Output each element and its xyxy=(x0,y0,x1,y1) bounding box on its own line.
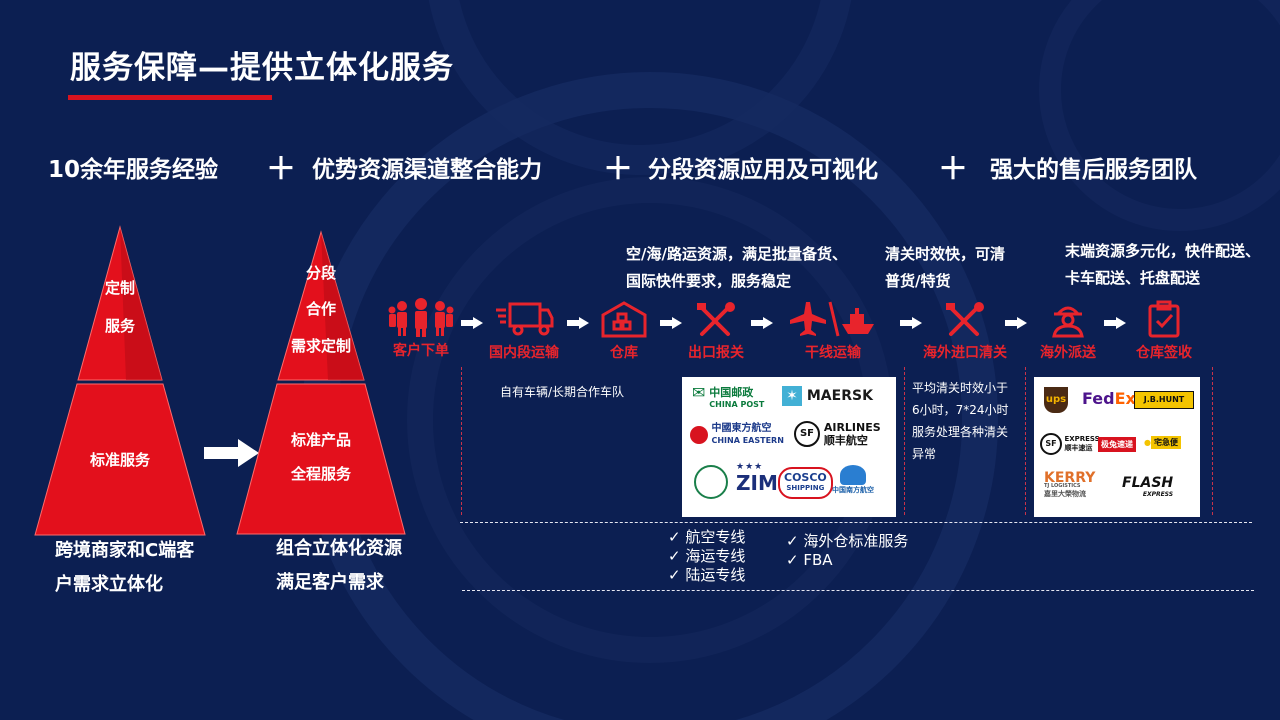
list-item: ✓ 陆运专线 xyxy=(668,566,746,584)
step-label: 干线运输 xyxy=(805,345,861,361)
clipboard-check-icon xyxy=(1148,300,1180,338)
arrow-right-icon xyxy=(1005,317,1027,329)
maersk-logo: ✶ MAERSK xyxy=(782,386,873,406)
step-label: 客户下单 xyxy=(393,343,449,359)
zim-logo: ★★★ ZIM xyxy=(736,462,778,495)
list-item: ✓ FBA xyxy=(786,551,833,569)
arrow-right-icon xyxy=(204,439,259,467)
tools-icon xyxy=(946,302,984,336)
page-title: 服务保障—提供立体化服务 xyxy=(70,50,454,86)
pyramid1-caption: 跨境商家和C端客 户需求立体化 xyxy=(55,540,195,595)
courier-logos-panel: ups FedEx J.B.HUNT SF EXPRESS 顺丰速运 极兔速递 … xyxy=(1034,377,1200,517)
pyramid-segmented-standard xyxy=(236,230,406,535)
arrow-right-icon xyxy=(660,317,682,329)
title-underline xyxy=(68,95,272,100)
arrow-right-icon xyxy=(461,317,483,329)
delivery-description: 末端资源多元化，快件配送、 卡车配送、托盘配送 xyxy=(1065,242,1261,287)
step-trunk-transport: 干线运输 xyxy=(786,300,880,362)
advantage-experience: 10余年服务经验 xyxy=(48,157,219,183)
divider xyxy=(1025,367,1026,515)
step-warehouse: 仓库 xyxy=(598,300,650,362)
advantage-visualization: 分段资源应用及可视化 xyxy=(648,157,878,183)
arrow-right-icon xyxy=(751,317,773,329)
pyramid1-bottom-label: 标准服务 xyxy=(89,451,150,469)
list-item: ✓ 海外仓标准服务 xyxy=(786,532,909,550)
plus-sign: ＋ xyxy=(938,152,968,187)
advantage-resources: 优势资源渠道整合能力 xyxy=(312,157,542,183)
tools-icon xyxy=(697,302,735,336)
divider xyxy=(904,367,905,515)
truck-icon xyxy=(496,302,554,336)
jitu-logo: 极兔速递 xyxy=(1098,437,1136,452)
pyramid1-top-line2: 服务 xyxy=(104,317,135,335)
list-item: ✓ 海运专线 xyxy=(668,547,746,565)
pyramid2-caption: 组合立体化资源 满足客户需求 xyxy=(276,538,402,593)
courier-icon xyxy=(1052,306,1084,338)
warehouse-icon xyxy=(601,301,647,338)
pyramid2-top-line2: 合作 xyxy=(305,300,336,318)
divider xyxy=(461,367,462,515)
sf-express-logo: SF EXPRESS 顺丰速运 xyxy=(1040,433,1100,455)
pyramid2-bottom-line1: 标准产品 xyxy=(290,431,351,449)
divider xyxy=(460,522,1252,523)
step-label: 国内段运输 xyxy=(489,345,559,361)
fleet-note: 自有车辆/长期合作车队 xyxy=(500,385,625,399)
advantage-after-sales: 强大的售后服务团队 xyxy=(990,157,1197,183)
china-eastern-logo: 中國東方航空 CHINA EASTERN xyxy=(690,423,784,447)
pyramid1-top-line1: 定制 xyxy=(104,279,135,297)
customs-note: 平均清关时效小于 6小时，7*24小时 服务处理各种清关 异常 xyxy=(912,381,1009,461)
step-overseas-delivery: 海外派送 xyxy=(1034,300,1102,362)
service-list-warehouse: ✓ 海外仓标准服务 ✓ FBA xyxy=(786,532,908,570)
step-label: 出口报关 xyxy=(688,345,744,361)
pyramid2-bottom-line2: 全程服务 xyxy=(290,465,351,483)
service-list-lines: ✓ 航空专线 ✓ 海运专线 ✓ 陆运专线 xyxy=(668,528,745,585)
pyramid-custom-standard xyxy=(34,225,206,536)
pyramid2-top-line3: 需求定制 xyxy=(290,337,351,355)
customs-description: 清关时效快，可清 普货/特货 xyxy=(885,245,1006,290)
jbhunt-logo: J.B.HUNT xyxy=(1134,391,1194,409)
step-label: 仓库签收 xyxy=(1136,345,1192,361)
step-label: 海外进口清关 xyxy=(923,345,1007,361)
ups-logo: ups xyxy=(1044,387,1068,413)
step-export-customs: 出口报关 xyxy=(684,302,748,362)
step-label: 仓库 xyxy=(610,345,638,361)
pyramid2-top-line1: 分段 xyxy=(305,264,336,282)
step-customer-order: 客户下单 xyxy=(382,298,460,360)
freight-description: 空/海/路运资源，满足批量备货、 国际快件要求，服务稳定 xyxy=(626,245,847,290)
arrow-right-icon xyxy=(900,317,922,329)
plus-sign: ＋ xyxy=(266,152,296,187)
plus-sign: ＋ xyxy=(603,152,633,187)
customers-icon xyxy=(388,298,454,337)
divider xyxy=(1212,367,1213,515)
step-domestic-transport: 国内段运输 xyxy=(482,300,566,362)
plane-ship-icon xyxy=(790,301,874,337)
step-import-customs: 海外进口清关 xyxy=(914,302,1016,362)
list-item: ✓ 航空专线 xyxy=(668,528,746,546)
arrow-right-icon xyxy=(567,317,589,329)
divider xyxy=(462,590,1254,591)
china-southern-logo: 中国南方航空 xyxy=(832,465,874,495)
kerry-logo: KERRY TJ LOGISTICS 嘉里大榮物流 xyxy=(1044,470,1096,498)
china-post-logo: ✉ 中国邮政 CHINA POST xyxy=(692,383,765,410)
yamato-logo: ●宅急便 xyxy=(1144,436,1181,449)
cosco-logo: COSCO SHIPPING xyxy=(778,467,833,499)
step-label: 海外派送 xyxy=(1040,345,1096,361)
carrier-logos-panel: ✉ 中国邮政 CHINA POST ✶ MAERSK 中國東方航空 CHINA … xyxy=(682,377,896,517)
fedex-logo: FedEx xyxy=(1082,389,1136,408)
sf-airlines-logo: SF AIRLINES 顺丰航空 xyxy=(794,421,881,447)
railway-logo xyxy=(694,465,728,499)
arrow-right-icon xyxy=(1104,317,1126,329)
step-warehouse-receipt: 仓库签收 xyxy=(1130,300,1198,362)
flash-express-logo: FLASH EXPRESS xyxy=(1122,475,1174,498)
